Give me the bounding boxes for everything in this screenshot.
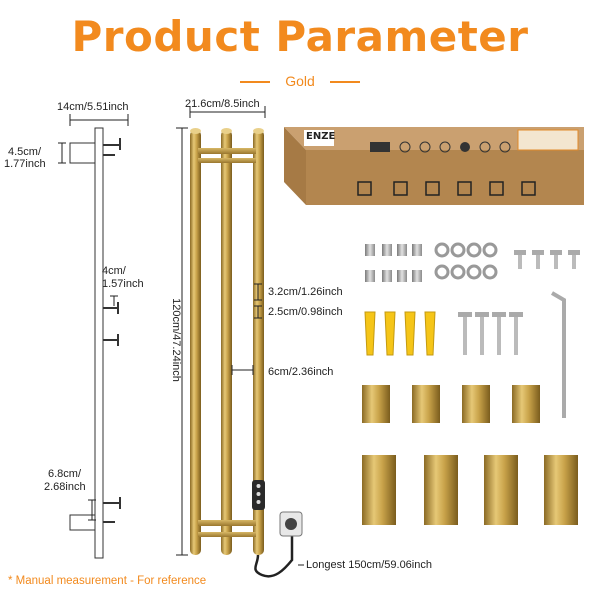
- hook-gap-bottom-label-2: 2.68inch: [44, 481, 86, 493]
- height-label: 120cm/47.24inch: [170, 298, 182, 382]
- color-label: Gold: [285, 73, 315, 89]
- front-view: [176, 106, 304, 578]
- divider-left: [240, 81, 270, 83]
- divider-right: [330, 81, 360, 83]
- hook-gap-mid-label-1: 4cm/: [102, 265, 126, 277]
- allen-key: [550, 291, 566, 418]
- hook-gap-top-label-1: 4.5cm/: [8, 146, 42, 158]
- footnote: * Manual measurement - For reference: [8, 575, 207, 587]
- side-view: [58, 114, 129, 559]
- screws-set: [458, 312, 523, 355]
- tube-diameter-a-label: 3.2cm/1.26inch: [268, 286, 343, 298]
- product-box: [284, 127, 584, 205]
- small-brackets-set: [362, 385, 540, 423]
- cord-length-label: Longest 150cm/59.06inch: [306, 559, 432, 571]
- box-brand-logo: ENZE: [306, 131, 336, 142]
- large-brackets-set: [362, 455, 578, 525]
- tube-spacing-label: 6cm/2.36inch: [268, 366, 334, 378]
- washers-set: [434, 242, 498, 280]
- hook-gap-mid-label-2: 1.57inch: [102, 278, 144, 290]
- tube-diameter-b-label: 2.5cm/0.98inch: [268, 306, 343, 318]
- color-divider: [0, 72, 600, 92]
- hook-gap-top-label-2: 1.77inch: [4, 158, 46, 170]
- page-title: Product Parameter: [71, 12, 529, 61]
- small-bolts-set: [514, 250, 580, 269]
- hook-gap-bottom-label-1: 6.8cm/: [48, 468, 82, 480]
- nuts-set: [365, 244, 422, 282]
- wall-anchors-set: [364, 311, 436, 356]
- side-depth-label: 14cm/5.51inch: [57, 101, 129, 113]
- front-width-label: 21.6cm/8.5inch: [185, 98, 260, 110]
